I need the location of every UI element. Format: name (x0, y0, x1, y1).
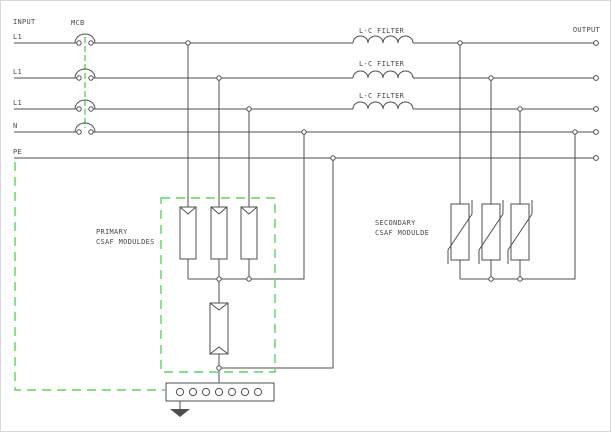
mcb-pole-3 (74, 99, 96, 112)
junction-nodes (185, 40, 578, 371)
lc-filters (352, 35, 414, 110)
lc-filter-label-3: L-C FILTER (359, 92, 405, 100)
primary-module-boundary (160, 197, 276, 373)
secondary-label-line1: SECONDARY (375, 219, 416, 227)
mcb-breaker (74, 33, 96, 135)
lc-filter-label-1: L-C FILTER (359, 27, 405, 35)
phase-label-l3: L1 (13, 99, 22, 107)
inductor-3 (352, 101, 414, 110)
inductor-1 (352, 35, 414, 44)
phase-label-pe: PE (13, 148, 22, 156)
green-overlays (14, 162, 276, 391)
output-label: OUTPUT (573, 26, 601, 34)
primary-tap-wires (187, 43, 334, 384)
primary-module-2 (210, 206, 228, 260)
inductor-2 (352, 70, 414, 79)
labels: INPUT MCB L1 L1 L1 N PE L-C FILTER L-C F… (13, 18, 600, 246)
pe-bond-dashed-path (14, 162, 165, 391)
primary-module-3 (240, 206, 258, 260)
lc-filter-label-2: L-C FILTER (359, 60, 405, 68)
input-label: INPUT (13, 18, 36, 26)
primary-module-1 (179, 206, 197, 260)
mcb-pole-4 (74, 122, 96, 135)
primary-module-np (209, 302, 229, 355)
varistor-1 (447, 200, 473, 264)
mcb-label: MCB (71, 19, 85, 27)
output-terminals (593, 40, 599, 161)
phase-label-l1: L1 (13, 33, 22, 41)
earth-symbol (170, 401, 190, 417)
varistor-2 (478, 200, 504, 264)
mcb-pole-2 (74, 68, 96, 81)
phase-label-l2: L1 (13, 68, 22, 76)
mcb-pole-1 (74, 33, 96, 46)
phase-label-n: N (13, 122, 18, 130)
varistor-3 (507, 200, 533, 264)
secondary-csaf-modules (447, 200, 533, 264)
primary-label-line1: PRIMARY (96, 228, 128, 236)
secondary-tap-wires (459, 43, 576, 280)
terminal-block (165, 382, 275, 402)
secondary-label-line2: CSAF MODULDE (375, 229, 429, 237)
primary-csaf-modules (179, 206, 258, 355)
primary-label-line2: CSAF MODULDES (96, 238, 155, 246)
